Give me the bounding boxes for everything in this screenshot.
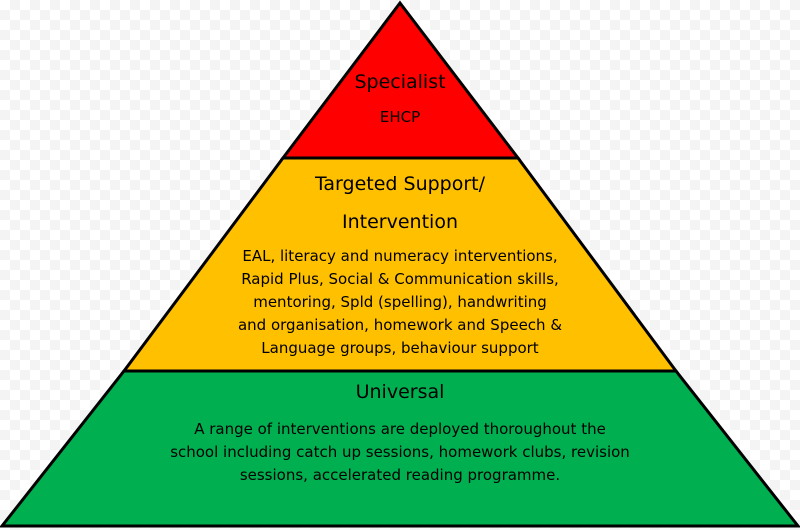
universal-title: Universal — [355, 381, 445, 403]
specialist-tier — [279, 0, 522, 160]
targeted-body: EAL, literacy and numeracy interventions… — [237, 247, 563, 357]
specialist-body: EHCP — [379, 108, 421, 126]
targeted-title-line1: Targeted Support/ — [314, 173, 486, 195]
universal-body: A range of interventions are deployed th… — [170, 420, 630, 484]
specialist-title: Specialist — [354, 71, 446, 93]
targeted-title-line2: Intervention — [342, 211, 458, 233]
